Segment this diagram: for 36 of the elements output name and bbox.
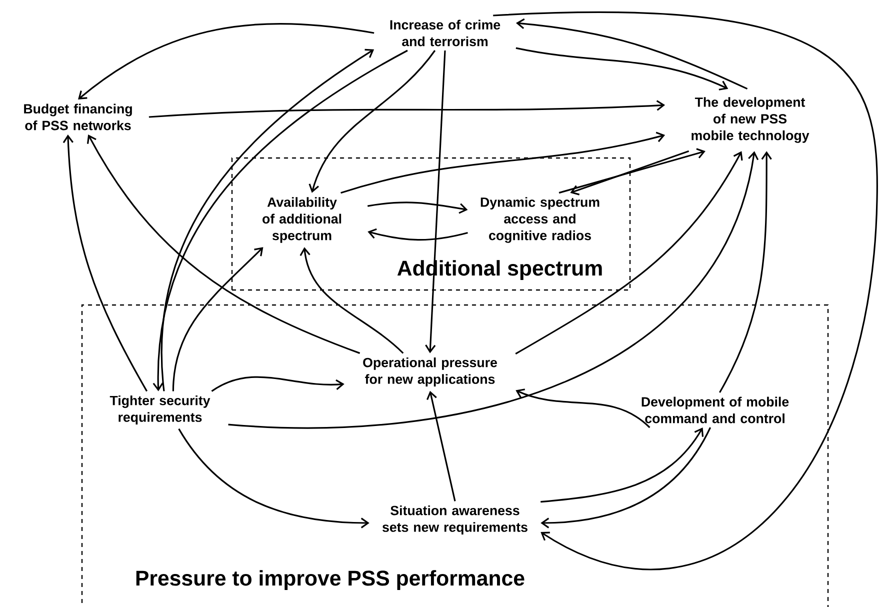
node-text: Operational pressure for new applications xyxy=(363,357,497,387)
arrow xyxy=(367,202,468,214)
node-text: Increase of crime and terrorism xyxy=(390,20,500,46)
arrow xyxy=(516,18,748,90)
arrow xyxy=(540,427,712,528)
arrow xyxy=(516,47,728,90)
arrow xyxy=(515,151,743,354)
arrow xyxy=(211,376,344,392)
arrow xyxy=(368,228,468,241)
arrow xyxy=(78,23,374,100)
arrow xyxy=(558,148,706,194)
node-text: The development of new PSS mobile technology xyxy=(692,97,810,143)
arrow xyxy=(86,134,360,354)
arrow xyxy=(426,390,456,502)
arrow xyxy=(178,428,370,528)
arrow xyxy=(493,12,878,570)
node-text: Availability of additional spectrum xyxy=(262,197,342,243)
node-text: Budget financing of PSS networks xyxy=(24,104,132,130)
arrow xyxy=(172,247,264,392)
node-text: Tighter security requirements xyxy=(110,395,210,425)
arrow xyxy=(516,388,650,428)
arrow xyxy=(570,150,690,196)
node-text: Situation awareness sets new requirements xyxy=(382,505,528,535)
arrow xyxy=(719,151,772,393)
arrow xyxy=(62,134,148,392)
arrow xyxy=(228,151,759,428)
arrow xyxy=(540,428,704,503)
arrow xyxy=(425,50,446,354)
node-text: Development of mobile command and control xyxy=(642,396,789,424)
arrow xyxy=(300,247,404,354)
arrow xyxy=(160,48,374,392)
arrow xyxy=(340,132,666,194)
arrow xyxy=(308,50,436,193)
arrow xyxy=(148,100,666,118)
node-text: Dynamic spectrum access and cognitive radios xyxy=(480,197,600,243)
arrow xyxy=(152,50,408,392)
